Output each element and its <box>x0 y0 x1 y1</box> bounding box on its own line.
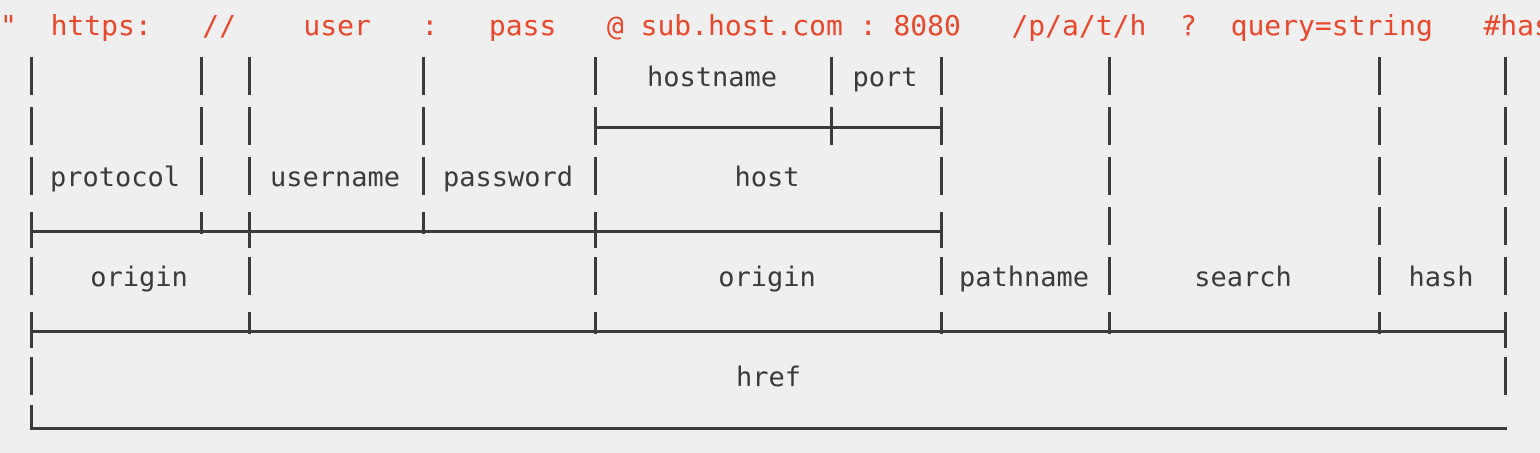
label-search: search <box>1194 262 1292 293</box>
pipe-r3-c3 <box>422 157 425 195</box>
pipe-r1-c2 <box>248 57 251 95</box>
pipe-r5-c9 <box>1504 257 1507 295</box>
pipe-r4-c7 <box>1108 207 1111 245</box>
pipe-r5-c6 <box>940 257 943 295</box>
pipe-r5-c8 <box>1378 257 1381 295</box>
href-tick-c4 <box>594 312 597 334</box>
origin-tick-c6 <box>940 212 943 248</box>
label-origin-left: origin <box>90 262 188 293</box>
origin-bracket-rule <box>30 230 943 233</box>
origin-tick-c2 <box>248 212 251 248</box>
pipe-r3-c8 <box>1378 157 1381 195</box>
href-tick-c7 <box>1108 312 1111 334</box>
host-bracket-tick-mid <box>830 107 833 145</box>
pipe-r5-c0 <box>30 257 33 295</box>
pipe-r2-c3 <box>422 107 425 145</box>
pipe-r2-c8 <box>1378 107 1381 145</box>
pipe-r1-c8 <box>1378 57 1381 95</box>
pipe-r1-c3 <box>422 57 425 95</box>
origin-tick-c1 <box>200 212 203 234</box>
pipe-r1-c6 <box>940 57 943 95</box>
href-tick-c0 <box>30 312 33 348</box>
origin-tick-c0 <box>30 212 33 248</box>
pipe-r2-c1 <box>200 107 203 145</box>
pipe-r1-c5 <box>830 57 833 95</box>
pipe-r3-c7 <box>1108 157 1111 195</box>
pipe-r3-c0 <box>30 157 33 195</box>
pipe-r3-c6 <box>940 157 943 195</box>
host-bracket-tick-right <box>940 107 943 145</box>
href-tick-c8 <box>1378 312 1381 334</box>
pipe-r5-c2 <box>248 257 251 295</box>
label-host: host <box>734 162 800 193</box>
pipe-r7-c0 <box>30 357 33 395</box>
label-protocol: protocol <box>49 162 181 193</box>
href-bracket-rule <box>30 330 1507 333</box>
origin-tick-c3 <box>422 212 425 234</box>
label-origin-right: origin <box>718 262 816 293</box>
label-hash: hash <box>1408 262 1474 293</box>
pipe-r1-c0 <box>30 57 33 95</box>
bottom-corner-left <box>30 405 33 430</box>
pipe-r3-c9 <box>1504 157 1507 195</box>
host-bracket-rule <box>594 126 943 129</box>
pipe-r2-c9 <box>1504 107 1507 145</box>
href-tick-c9 <box>1504 312 1507 348</box>
pipe-r5-c4 <box>594 257 597 295</box>
bottom-border-rule <box>30 427 1507 430</box>
label-password: password <box>442 162 574 193</box>
label-port: port <box>852 62 918 93</box>
pipe-r1-c4 <box>594 57 597 95</box>
origin-tick-c4 <box>594 212 597 248</box>
pipe-r1-c1 <box>200 57 203 95</box>
label-username: username <box>269 162 401 193</box>
url-string-line: " https: // user : pass @ sub.host.com :… <box>0 9 1540 42</box>
pipe-r4-c9 <box>1504 207 1507 245</box>
pipe-r4-c8 <box>1378 207 1381 245</box>
href-tick-c6 <box>940 312 943 334</box>
pipe-r5-c7 <box>1108 257 1111 295</box>
label-href: href <box>735 362 802 393</box>
pipe-r2-c0 <box>30 107 33 145</box>
pipe-r1-c9 <box>1504 57 1507 95</box>
pipe-r2-c7 <box>1108 107 1111 145</box>
label-pathname: pathname <box>958 262 1090 293</box>
pipe-r3-c4 <box>594 157 597 195</box>
pipe-r7-c9 <box>1504 357 1507 395</box>
href-tick-c2 <box>248 312 251 334</box>
host-bracket-tick-left <box>594 107 597 145</box>
pipe-r1-c7 <box>1108 57 1111 95</box>
label-hostname: hostname <box>646 62 778 93</box>
pipe-r3-c2 <box>248 157 251 195</box>
pipe-r2-c2 <box>248 107 251 145</box>
pipe-r3-c1 <box>200 157 203 195</box>
